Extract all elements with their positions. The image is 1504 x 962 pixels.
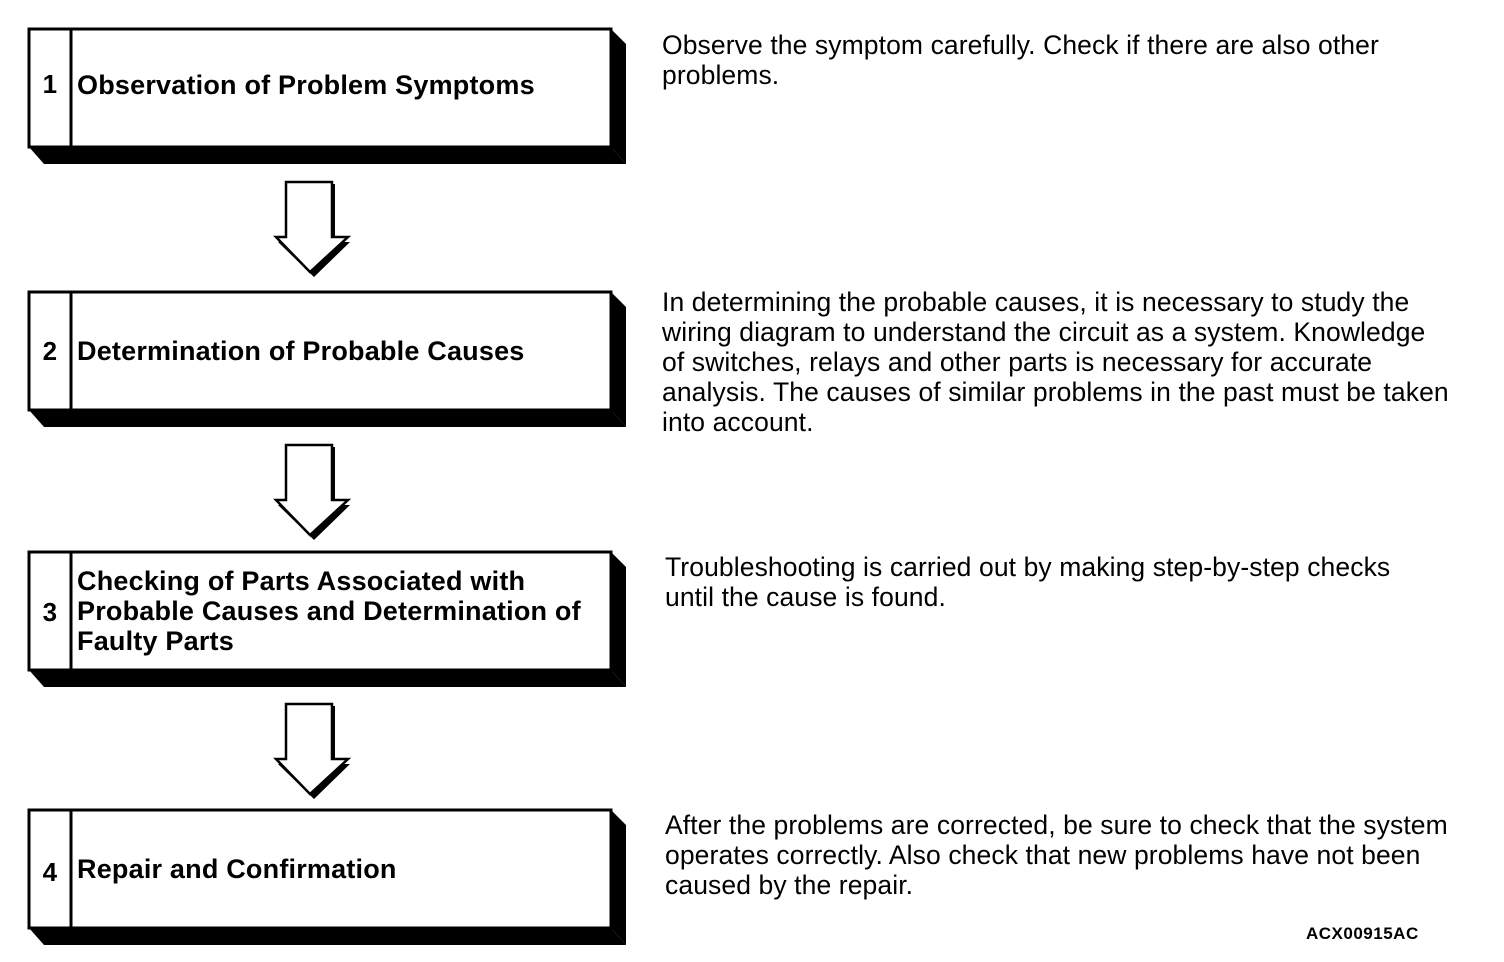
step-box-3-frame xyxy=(27,550,626,687)
step-box-1-frame xyxy=(27,27,626,164)
step-number: 3 xyxy=(42,597,58,627)
figure-code: ACX00915AC xyxy=(1306,924,1419,943)
step-number: 1 xyxy=(42,69,58,99)
down-arrow-icon xyxy=(273,180,352,277)
step-number: 4 xyxy=(42,857,58,887)
step-description: Troubleshooting is carried out by making… xyxy=(665,552,1391,612)
step-title: Repair and Confirmation xyxy=(77,854,397,884)
step-description: In determining the probable causes, it i… xyxy=(662,287,1449,437)
step-number: 2 xyxy=(42,336,58,366)
step-title: Observation of Problem Symptoms xyxy=(77,70,535,100)
step-title: Checking of Parts Associated with Probab… xyxy=(77,566,581,656)
step-box-4: 4 Repair and Confirmation xyxy=(27,808,627,948)
down-arrow-icon xyxy=(273,702,352,799)
step-box-1: 1 Observation of Problem Symptoms xyxy=(27,27,627,167)
step-box-2-frame xyxy=(27,290,626,427)
step-description: After the problems are corrected, be sur… xyxy=(665,810,1448,900)
step-box-3: 3 Checking of Parts Associated with Prob… xyxy=(27,550,627,690)
step-description: Observe the symptom carefully. Check if … xyxy=(662,30,1379,90)
step-title: Determination of Probable Causes xyxy=(77,336,525,366)
down-arrow-icon xyxy=(273,443,352,540)
step-box-2: 2 Determination of Probable Causes xyxy=(27,290,627,430)
step-box-4-frame xyxy=(27,808,626,945)
